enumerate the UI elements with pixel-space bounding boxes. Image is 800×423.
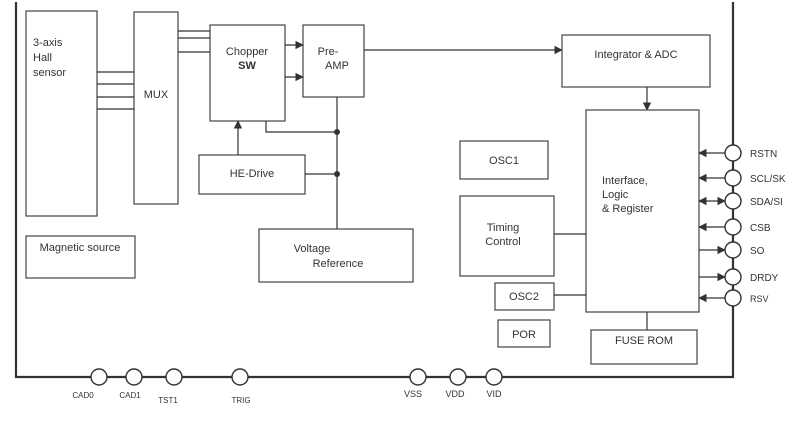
interface-label-2: Logic [602, 189, 629, 201]
pin-scl-sk-label: SCL/SK [750, 174, 786, 185]
junction-dot-2 [334, 171, 340, 177]
right-pin-sda-si: SDA/SI [698, 192, 783, 210]
pin-csb-label: CSB [750, 223, 771, 234]
pin-cad0-terminal [90, 368, 108, 386]
magnetic-source-block [25, 235, 136, 279]
bottom-pin-trig: TRIG [231, 368, 251, 405]
pin-vdd-label: VDD [445, 389, 465, 399]
hall-sensor-label-1: 3-axis [33, 37, 63, 49]
osc1-label: OSC1 [489, 155, 519, 167]
pin-sda-si-terminal [724, 192, 742, 210]
preamp-label-1: Pre- [318, 46, 339, 58]
por-block [497, 319, 551, 348]
osc1-block [459, 140, 549, 180]
osc2-label: OSC2 [509, 291, 539, 303]
pin-trig-terminal [231, 368, 249, 386]
right-pin-rstn: RSTN [698, 144, 777, 162]
pin-cad1-label: CAD1 [119, 391, 141, 400]
pin-so-terminal [724, 241, 742, 259]
pin-rstn-terminal [724, 144, 742, 162]
pin-csb-terminal [724, 218, 742, 236]
interface-logic-register-block [585, 109, 700, 313]
pin-vid-label: VID [486, 389, 502, 399]
pin-rsv-terminal [724, 289, 742, 307]
fuse-rom-label: FUSE ROM [615, 335, 673, 347]
hall-sensor-label-2: Hall [33, 52, 52, 64]
interface-label-3: & Register [602, 203, 654, 215]
pin-tst1-label: TST1 [158, 396, 178, 405]
timing-label-1: Timing [487, 222, 520, 234]
mux-block [133, 11, 179, 205]
he-drive-label: HE-Drive [230, 168, 275, 180]
right-pin-scl-sk: SCL/SK [698, 169, 786, 187]
pin-vss-terminal [409, 368, 427, 386]
pin-sda-si-label: SDA/SI [750, 197, 783, 208]
pin-cad1-terminal [125, 368, 143, 386]
pin-vss-label: VSS [404, 389, 422, 399]
por-label: POR [512, 329, 536, 341]
right-pin-so: SO [699, 241, 765, 259]
chopper-sw-label: SW [238, 60, 256, 72]
bottom-pin-cad0: CAD0 [72, 368, 108, 400]
osc2-block [494, 282, 555, 311]
integrator-adc-label: Integrator & ADC [594, 49, 677, 61]
magnetic-source-label: Magnetic source [40, 242, 121, 254]
pin-drdy-terminal [724, 268, 742, 286]
preamp-block [302, 24, 365, 98]
pin-rstn-label: RSTN [750, 149, 777, 160]
integrator-adc-block [561, 34, 711, 88]
timing-label-2: Control [485, 236, 520, 248]
bottom-pin-vid: VID [485, 368, 503, 399]
fuse-rom-block [590, 329, 698, 365]
chopper-sw-block [209, 24, 286, 122]
junction-dot-1 [334, 129, 340, 135]
bottom-pin-cad1: CAD1 [119, 368, 143, 400]
pin-vdd-terminal [449, 368, 467, 386]
pin-rsv-label: RSV [750, 294, 769, 304]
bottom-pin-tst1: TST1 [158, 368, 183, 405]
pin-cad0-label: CAD0 [72, 391, 94, 400]
right-pin-drdy: DRDY [699, 268, 779, 286]
interface-label-1: Interface, [602, 175, 648, 187]
bottom-pin-vdd: VDD [445, 368, 467, 399]
mux-chopper-wires [178, 30, 210, 53]
vref-wires [265, 97, 338, 229]
pin-trig-label: TRIG [231, 396, 250, 405]
vref-label-2: Reference [313, 258, 364, 270]
voltage-reference-block [258, 228, 414, 283]
hall-sensor-block [25, 10, 98, 217]
pin-so-label: SO [750, 246, 765, 257]
he-drive-block [198, 154, 306, 195]
chopper-label: Chopper [226, 46, 269, 58]
vref-label-1: Voltage [294, 243, 331, 255]
pin-vid-terminal [485, 368, 503, 386]
pin-tst1-terminal [165, 368, 183, 386]
right-pin-csb: CSB [698, 218, 771, 236]
mux-label: MUX [144, 89, 169, 101]
right-pin-rsv: RSV [698, 289, 769, 307]
bottom-pin-vss: VSS [404, 368, 427, 399]
timing-control-block [459, 195, 555, 277]
hall-mux-wires [97, 71, 134, 110]
pin-drdy-label: DRDY [750, 273, 779, 284]
preamp-label-2: AMP [325, 60, 349, 72]
hall-sensor-label-3: sensor [33, 67, 66, 79]
chip-outline [14, 2, 735, 379]
pin-scl-sk-terminal [724, 169, 742, 187]
